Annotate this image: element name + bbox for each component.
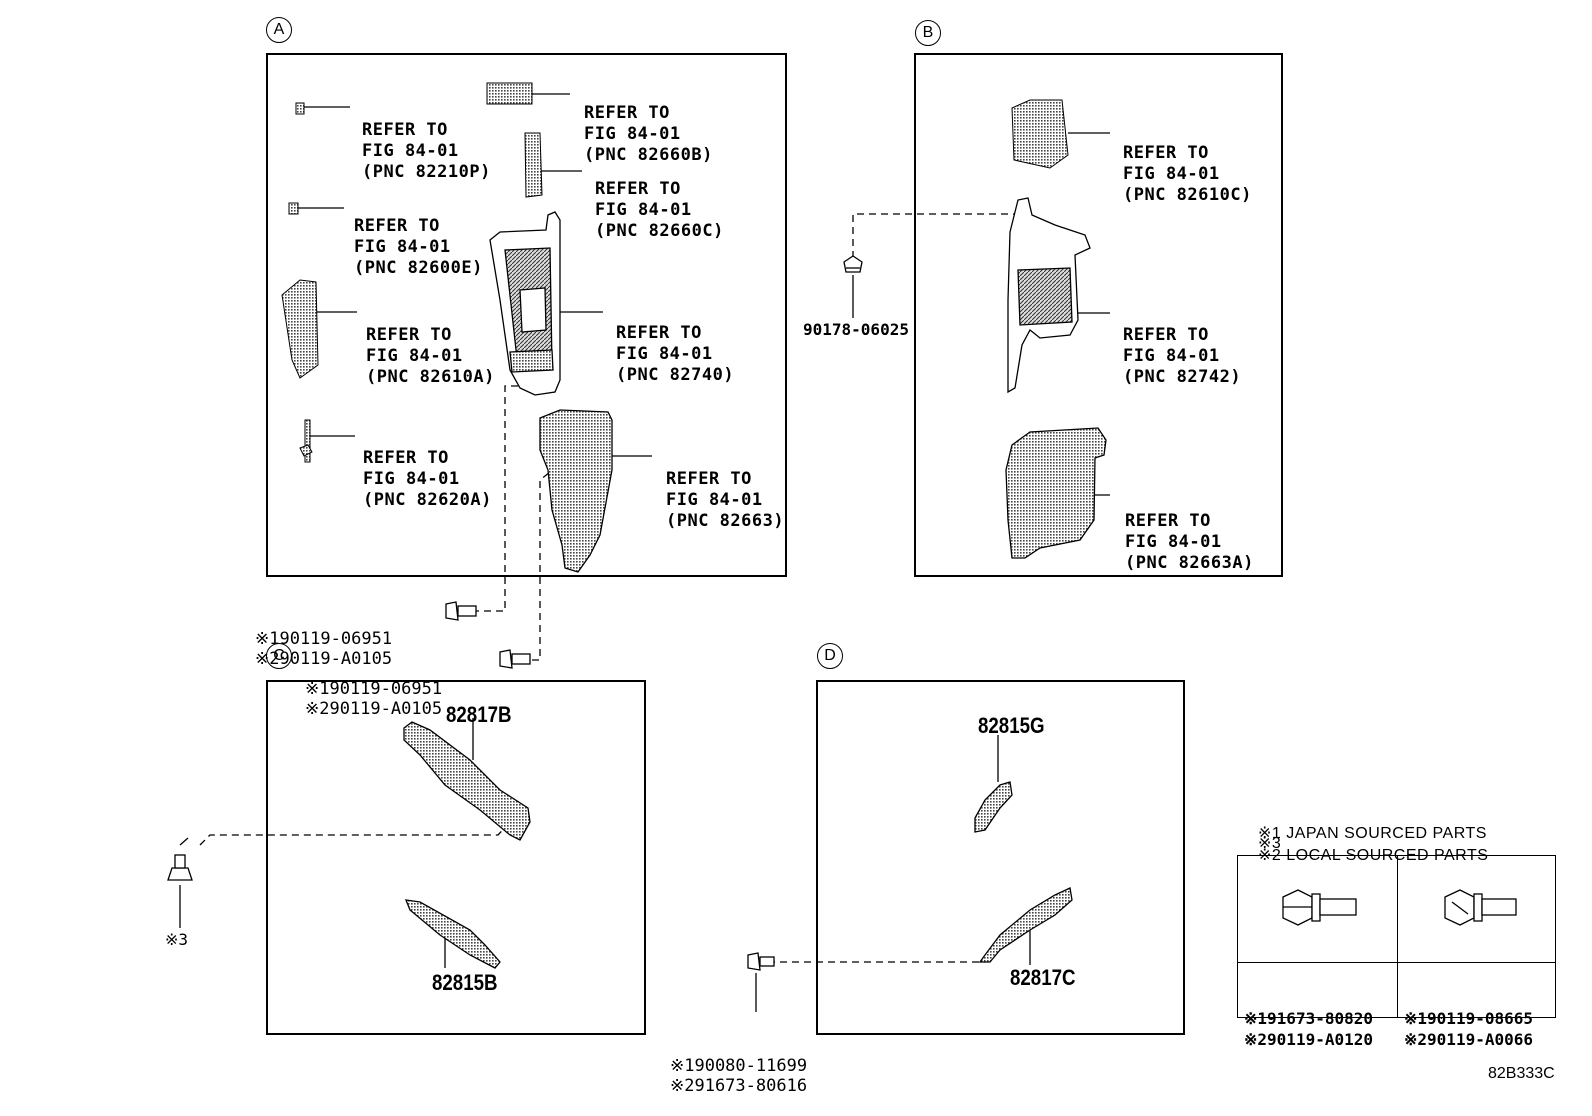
part-82817B: 82817B	[446, 702, 512, 727]
table-left-part-numbers: ※191673-80820※290119-A0120	[1244, 1009, 1373, 1049]
panel-c	[266, 680, 646, 1035]
panel-a	[266, 53, 787, 577]
panel-c-marker: C	[266, 643, 292, 669]
part-82815B: 82815B	[432, 970, 498, 995]
diagram-code: 82B333C	[1488, 1065, 1555, 1082]
note-3-heading: ※3	[1258, 835, 1282, 852]
screw-4-label: ※3	[165, 930, 189, 949]
panel-b-marker: B	[915, 20, 941, 46]
panel-d	[816, 680, 1185, 1035]
screw-2-part-numbers: ※190119-06951※290119-A0105	[305, 679, 443, 719]
part-82815G: 82815G	[978, 713, 1045, 738]
table-divider-horizontal	[1238, 962, 1555, 963]
table-right-part-numbers: ※190119-08665※290119-A0066	[1404, 1009, 1533, 1049]
screw-3-part-numbers: ※190080-11699※291673-80616	[670, 1056, 808, 1096]
panel-b	[914, 53, 1283, 577]
screw-1-part-numbers: ※190119-06951※290119-A0105	[255, 629, 393, 669]
part-82817C: 82817C	[1010, 965, 1076, 990]
table-divider-vertical	[1397, 856, 1398, 1017]
panel-d-marker: D	[817, 643, 843, 669]
sourcing-notes: ※1 JAPAN SOURCED PARTS※2 LOCAL SOURCED P…	[1258, 825, 1489, 864]
note-3-table: ※191673-80820※290119-A0120 ※190119-08665…	[1237, 855, 1556, 1049]
panel-a-marker: A	[266, 17, 292, 43]
clip-part-number: 90178-06025	[803, 320, 909, 339]
